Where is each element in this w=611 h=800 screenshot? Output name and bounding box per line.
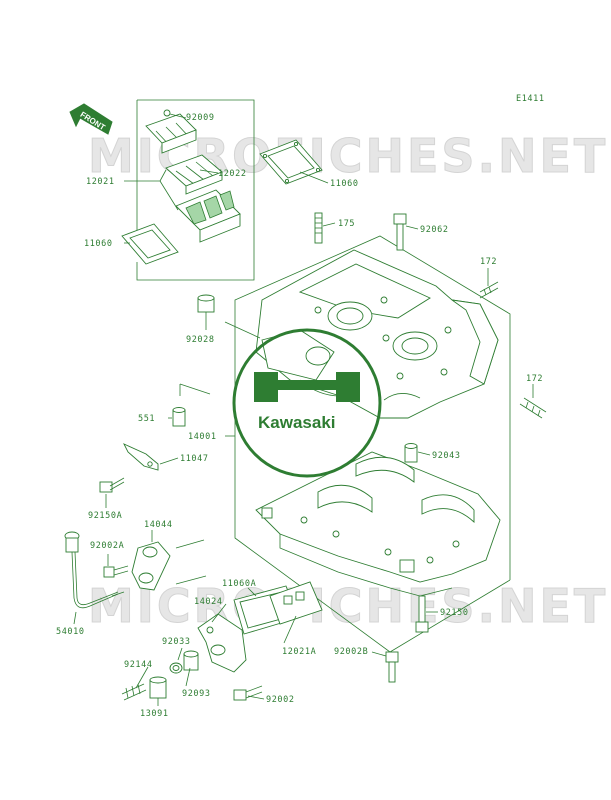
callout-92150A: 92150A: [88, 511, 122, 521]
callout-92002B: 92002B: [334, 647, 368, 657]
upper-crankcase-part: [255, 249, 499, 419]
reed-stopper-part: [165, 154, 223, 195]
stud-175-part: [314, 212, 323, 244]
reed-valve-inset: [136, 99, 255, 281]
dowel-92043-part: [404, 443, 418, 463]
watermark-bottom: MICROFICHES.NET: [88, 579, 608, 633]
bolt-92150-part: [415, 595, 429, 633]
figure-code: E1411: [516, 94, 545, 104]
callout-12021: 12021: [86, 177, 115, 187]
callout-92002: 92002: [266, 695, 295, 705]
callout-11047: 11047: [180, 454, 209, 464]
reed-block-part: [175, 189, 241, 243]
callout-172-top: 172: [480, 257, 497, 267]
callout-92093: 92093: [182, 689, 211, 699]
bracket-11047-part: [123, 443, 159, 471]
callout-12022: 12022: [218, 169, 247, 179]
callout-14024: 14024: [194, 597, 223, 607]
screw-part: [163, 109, 171, 117]
callout-labels: 92009 12021 12022 11060 11060 175 92062 …: [56, 113, 543, 719]
bolt-92002-part: [233, 685, 263, 701]
callout-551: 551: [138, 414, 155, 424]
callout-13091: 13091: [140, 709, 169, 719]
dowel-551-part: [172, 407, 186, 427]
leader-lines: [73, 113, 534, 706]
lower-crankcase-part: [255, 451, 501, 597]
o-ring-92033-part: [169, 662, 183, 674]
bolt-92002B-part: [385, 651, 399, 683]
collar-92093-part: [183, 650, 199, 671]
logo-text: Kawasaki: [258, 413, 336, 432]
bracket-14044-part: [131, 541, 171, 591]
kawasaki-logo: Kawasaki: [232, 328, 382, 478]
callout-92009: 92009: [186, 113, 215, 123]
callout-12021A: 12021A: [282, 647, 316, 657]
stud-172-right-part: [519, 397, 547, 419]
callout-175: 175: [338, 219, 355, 229]
spring-92144-part: [121, 683, 147, 701]
nipple-13091-part: [149, 676, 167, 699]
cap-92028-part: [197, 294, 215, 313]
gasket-left-part: [121, 223, 179, 265]
callout-172-right: 172: [526, 374, 543, 384]
callout-14044: 14044: [144, 520, 173, 530]
bolt-92150A-part: [99, 477, 125, 493]
callout-92150: 92150: [440, 608, 469, 618]
cover-12021A-part: [269, 581, 323, 625]
callout-92028: 92028: [186, 335, 215, 345]
callout-11060-left: 11060: [84, 239, 113, 249]
callout-92144: 92144: [124, 660, 153, 670]
gasket-top-part: [259, 139, 323, 185]
callout-11060A: 11060A: [222, 579, 256, 589]
hose-54010-part: [64, 531, 125, 609]
callout-54010: 54010: [56, 627, 85, 637]
callout-92033: 92033: [162, 637, 191, 647]
bolt-92062-part: [393, 213, 407, 251]
bolt-92002A-part: [103, 565, 129, 578]
callout-92062: 92062: [420, 225, 449, 235]
cover-14024-part: [197, 613, 247, 673]
callout-11060-top: 11060: [330, 179, 359, 189]
callout-92002A: 92002A: [90, 541, 124, 551]
reed-petal-part: [145, 113, 197, 154]
stud-172-top-part: [479, 281, 499, 299]
callout-14001: 14001: [188, 432, 217, 442]
callout-92043: 92043: [432, 451, 461, 461]
